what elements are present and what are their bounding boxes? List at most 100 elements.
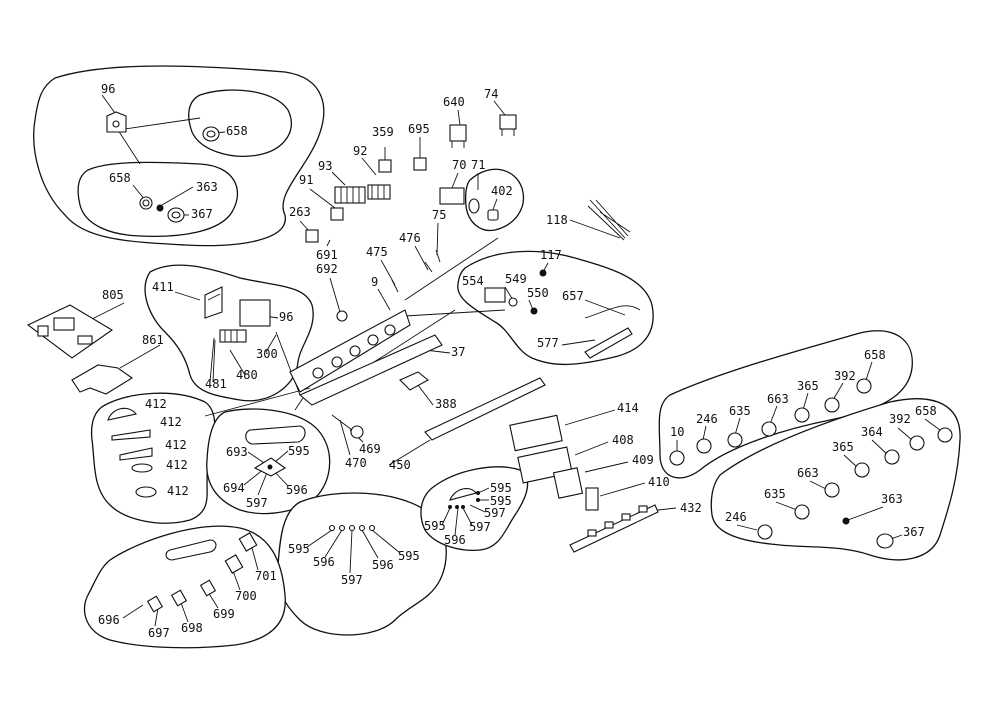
part-label: 635: [764, 487, 786, 501]
part-410-panel: [585, 487, 599, 511]
part-label: 37: [451, 345, 465, 359]
part-412-shapes: [107, 407, 157, 498]
part-70-sensor: [439, 187, 465, 205]
part-label: 392: [889, 412, 911, 426]
part-402-plug: [487, 209, 499, 221]
part-label: 408: [612, 433, 634, 447]
part-label: 263: [289, 205, 311, 219]
part-label: 658: [109, 171, 131, 185]
part-71-ring: [468, 198, 480, 214]
part-label: 595: [490, 481, 512, 495]
part-label: 75: [432, 208, 446, 222]
part-label: 432: [680, 501, 702, 515]
part-label: 409: [632, 453, 654, 467]
part-label: 118: [546, 213, 568, 227]
part-37-strip: [298, 334, 443, 406]
part-696-bulbs: [146, 532, 258, 613]
part-label: 9: [371, 275, 378, 289]
part-409-panel: [552, 467, 584, 499]
part-label: 596: [286, 483, 308, 497]
part-label: 596: [444, 533, 466, 547]
part-74-switch: [499, 114, 517, 136]
knob-658-top: [202, 126, 220, 142]
part-label: 93: [318, 159, 332, 173]
part-9-control-panel: [289, 309, 411, 393]
indicator-363-left: [156, 204, 164, 212]
part-label: 696: [98, 613, 120, 627]
part-414-panel: [509, 414, 563, 452]
part-label: 699: [213, 607, 235, 621]
blob-412: [90, 392, 216, 524]
part-label: 597: [469, 520, 491, 534]
part-label: 663: [767, 392, 789, 406]
part-label: 91: [299, 173, 313, 187]
part-label: 693: [226, 445, 248, 459]
part-label: 701: [255, 569, 277, 583]
part-label: 392: [834, 369, 856, 383]
part-label: 10: [670, 425, 684, 439]
part-label: 92: [353, 144, 367, 158]
part-label: 658: [915, 404, 937, 418]
part-label: 411: [152, 280, 174, 294]
part-label: 470: [345, 456, 367, 470]
part-label: 663: [797, 466, 819, 480]
part-label: 550: [527, 286, 549, 300]
part-label: 476: [399, 231, 421, 245]
part-481-screw: [209, 337, 215, 383]
part-label: 412: [165, 438, 187, 452]
knobs-right-top: [669, 378, 872, 466]
part-470-rod: [331, 414, 353, 431]
blob-595-right: [420, 466, 529, 551]
part-label: 367: [191, 207, 213, 221]
part-label: 691: [316, 248, 338, 262]
part-label: 554: [462, 274, 484, 288]
part-117-led: [539, 269, 547, 277]
part-label: 469: [359, 442, 381, 456]
part-label: 414: [617, 401, 639, 415]
blob-knobs-left: [77, 161, 239, 237]
part-388-clip: [399, 371, 429, 391]
part-label: 117: [540, 248, 562, 262]
part-96-box: [239, 299, 271, 327]
part-693-knob-assembly: [245, 425, 306, 477]
part-475-pin: [391, 279, 399, 293]
part-label: 359: [372, 125, 394, 139]
part-96-thermostat: [106, 111, 127, 133]
blob-knobs-right-bottom: [710, 398, 961, 561]
part-label: 363: [196, 180, 218, 194]
part-label: 246: [696, 412, 718, 426]
part-263-connector: [305, 229, 319, 243]
part-label: 365: [832, 440, 854, 454]
part-label: 597: [484, 506, 506, 520]
part-118-wires: [587, 199, 631, 241]
part-label: 300: [256, 347, 278, 361]
part-label: 577: [537, 336, 559, 350]
part-554-relay: [484, 287, 506, 303]
part-92-terminal: [367, 184, 391, 200]
knobs-right-bottom: [757, 427, 953, 549]
part-480-terminal: [219, 329, 247, 343]
part-label: 475: [366, 245, 388, 259]
part-label: 480: [236, 368, 258, 382]
part-861-bracket: [71, 364, 133, 395]
part-label: 549: [505, 272, 527, 286]
part-359-switch: [378, 159, 392, 173]
part-label: 697: [148, 626, 170, 640]
part-label: 481: [205, 377, 227, 391]
part-805-circuit-board: [26, 304, 114, 359]
part-432-rail: [569, 504, 659, 553]
part-595-center-ring: [328, 524, 376, 532]
part-label: 861: [142, 333, 164, 347]
part-label: 246: [725, 510, 747, 524]
part-595-right-group: [448, 487, 480, 509]
part-label: 596: [313, 555, 335, 569]
part-label: 635: [729, 404, 751, 418]
part-label: 364: [861, 425, 883, 439]
part-label: 96: [279, 310, 293, 324]
part-label: 700: [235, 589, 257, 603]
part-label: 367: [903, 525, 925, 539]
part-label: 96: [101, 82, 115, 96]
part-469-knob: [350, 425, 364, 439]
